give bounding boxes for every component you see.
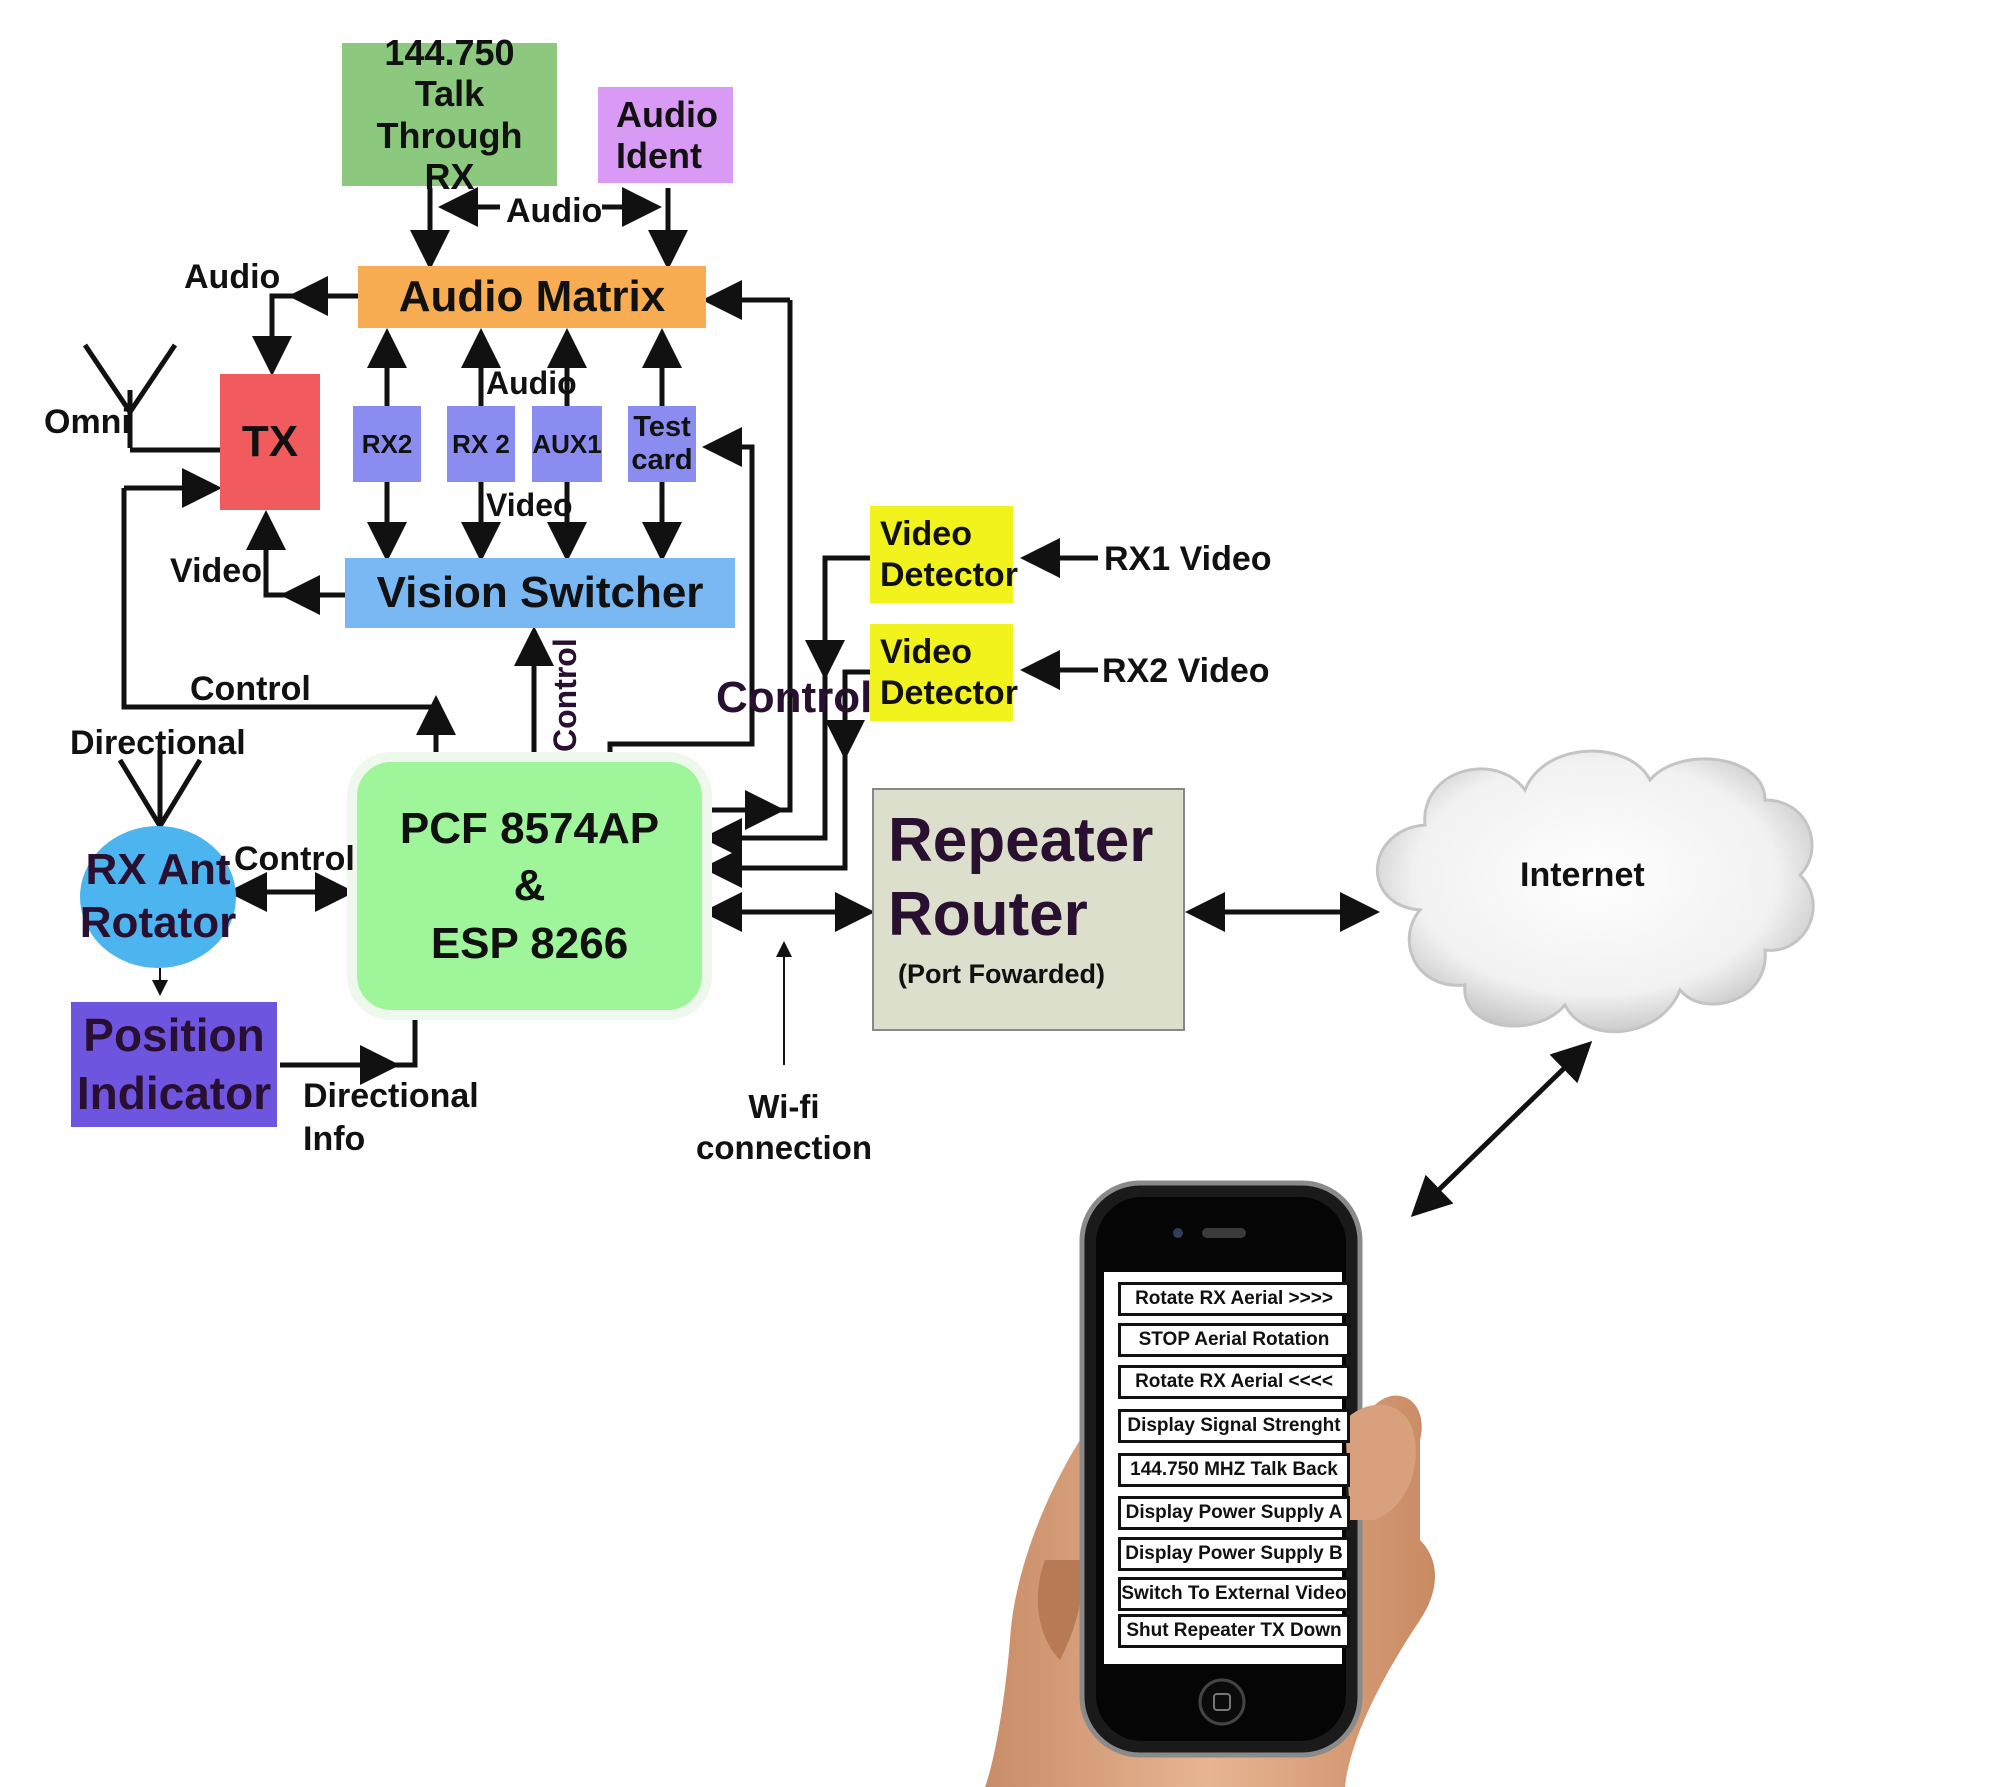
external-video-button[interactable]: Switch To External Video: [1118, 1577, 1350, 1611]
phone-screen: Rotate RX Aerial >>>> STOP Aerial Rotati…: [1104, 1272, 1350, 1664]
control-big-label: Control: [716, 673, 873, 722]
rx2b-box: RX 2: [447, 406, 515, 482]
talk-through-label: Talk Through: [376, 73, 523, 156]
router-subtitle: (Port Fowarded): [898, 958, 1105, 989]
directional-info-label: Directional Info: [303, 1075, 479, 1160]
audio-matrix-box: Audio Matrix: [358, 266, 706, 328]
video-detector-1-line2: Detector: [880, 555, 1018, 594]
aux1-label: AUX1: [532, 428, 602, 459]
router-box: Repeater Router (Port Fowarded): [872, 788, 1185, 1031]
wifi-label: Wi-fi connection: [684, 1086, 884, 1169]
power-supply-a-button[interactable]: Display Power Supply A: [1118, 1496, 1350, 1530]
control-vertical-label: Control: [547, 638, 583, 752]
rotate-right-button[interactable]: Rotate RX Aerial >>>>: [1118, 1282, 1350, 1316]
shut-tx-button[interactable]: Shut Repeater TX Down: [1118, 1614, 1350, 1648]
rotate-left-button[interactable]: Rotate RX Aerial <<<<: [1118, 1365, 1350, 1399]
position-indicator-line1: Position: [83, 1009, 265, 1061]
rotator-line2: Rotator: [79, 898, 237, 947]
internet-label: Internet: [1520, 856, 1645, 894]
audio-ident-line2: Ident: [616, 135, 702, 176]
vision-switcher-label: Vision Switcher: [376, 568, 704, 617]
test-card-box: Test card: [628, 406, 696, 482]
video-detector-1-line1: Video: [880, 514, 972, 553]
video-detector-2-box: Video Detector: [870, 624, 1018, 721]
talk-through-rx-label: RX: [424, 155, 475, 197]
controller-line3: ESP 8266: [430, 918, 629, 968]
directional-info-line1: Directional: [303, 1077, 479, 1115]
tx-label: TX: [241, 417, 299, 466]
audio-ident-line1: Audio: [616, 93, 718, 135]
rx2-label: RX2: [361, 428, 413, 459]
talk-through-freq: 144.750: [384, 31, 515, 73]
router-line1: Repeater: [888, 806, 1154, 875]
video-detector-2-line2: Detector: [880, 673, 1018, 712]
video-mid-label: Video: [486, 487, 573, 523]
audio-ident-box: Audio Ident: [598, 87, 733, 183]
wifi-line2: connection: [695, 1129, 872, 1167]
controller-line2: &: [513, 861, 546, 911]
directional-info-line2: Info: [303, 1119, 366, 1158]
rotator-line1: RX Ant: [85, 845, 231, 895]
omni-label: Omni: [44, 403, 131, 441]
test-card-line1: Test: [633, 410, 691, 443]
rx2-video-label: RX2 Video: [1102, 652, 1270, 690]
rx1-video-label: RX1 Video: [1104, 540, 1272, 578]
rx2b-label: RX 2: [452, 428, 510, 459]
rx2-box: RX2: [353, 406, 421, 482]
internet-cloud: [1376, 749, 1815, 1034]
display-signal-button[interactable]: Display Signal Strenght: [1118, 1409, 1350, 1443]
video-left-label: Video: [170, 552, 262, 590]
tx-box: TX: [220, 374, 320, 510]
audio-left-label: Audio: [184, 258, 281, 296]
directional-label: Directional: [70, 724, 246, 762]
video-detector-2-line1: Video: [880, 632, 972, 671]
aux1-box: AUX1: [532, 406, 602, 482]
vision-switcher-box: Vision Switcher: [345, 558, 735, 628]
talk-through-rx-box: 144.750 Talk Through RX: [342, 32, 557, 197]
audio-mid-label: Audio: [486, 365, 577, 401]
wifi-line1: Wi-fi: [748, 1088, 820, 1125]
talk-back-button[interactable]: 144.750 MHZ Talk Back: [1118, 1453, 1350, 1487]
controller-line1: PCF 8574AP: [399, 804, 660, 854]
audio-matrix-label: Audio Matrix: [398, 272, 666, 321]
video-detector-1-box: Video Detector: [870, 506, 1018, 603]
power-supply-b-button[interactable]: Display Power Supply B: [1118, 1537, 1350, 1571]
controller-box: PCF 8574AP & ESP 8266: [357, 762, 702, 1010]
router-line2: Router: [888, 880, 1088, 950]
position-indicator-line2: Indicator: [76, 1066, 272, 1119]
test-card-line2: card: [631, 444, 693, 476]
control-left-label: Control: [190, 670, 311, 708]
control-rotator-label: Control: [234, 840, 355, 878]
stop-rotation-button[interactable]: STOP Aerial Rotation: [1118, 1323, 1350, 1357]
rotator-circle: RX Ant Rotator: [80, 826, 236, 968]
position-indicator-box: Position Indicator: [71, 1002, 277, 1127]
audio-top-label: Audio: [506, 192, 603, 230]
